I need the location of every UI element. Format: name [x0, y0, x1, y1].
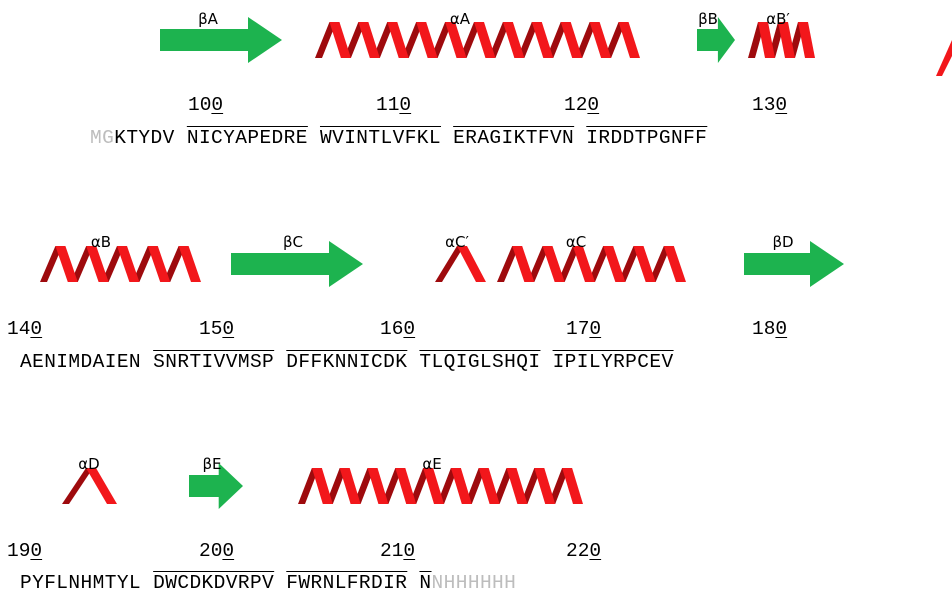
label-beta-e: βE [202, 455, 222, 473]
strand-arrow-βC [231, 241, 363, 287]
helix-ribbon-αB [40, 246, 201, 282]
label-beta-b: βB [698, 10, 718, 28]
residue-number-130: 130 [752, 94, 788, 116]
label-alpha-e: αE [422, 455, 442, 473]
sequence-line-1: MGKTYDV NICYAPEDRE WVINTLVFKL ERAGIKTFVN… [90, 127, 707, 149]
residue-number-100: 100 [188, 94, 224, 116]
helix-ribbon-αC′ [435, 246, 486, 282]
residue-number-210: 210 [380, 540, 416, 562]
helix-ribbon-αE [298, 468, 583, 504]
strand-arrow-βD [744, 241, 844, 287]
sequence-block: N [419, 572, 432, 594]
sequence-block: ERAGIKTFVN [453, 127, 575, 149]
label-alpha-c: αC [565, 233, 587, 251]
helix-ribbon-edge [936, 40, 952, 76]
sequence-block: FWRNLFRDIR [286, 572, 408, 594]
residue-number-110: 110 [376, 94, 412, 116]
sequence-block: DFFKNNICDK [286, 351, 408, 373]
sequence-block: IRDDTPGNFF [586, 127, 708, 149]
label-alpha-d: αD [78, 455, 100, 473]
label-beta-c: βC [282, 233, 304, 251]
helix-ribbon-αD [62, 468, 117, 504]
helix-ribbon-αB′ [748, 22, 815, 58]
residue-number-170: 170 [566, 318, 602, 340]
tag-residues: MG [90, 127, 115, 149]
sequence-block: SNRTIVVMSP [153, 351, 275, 373]
label-alpha-a: αA [449, 10, 471, 28]
his-tag-residues: NHHHHHH [431, 572, 517, 594]
label-beta-a: βA [198, 10, 218, 28]
sequence-block: DWCDKDVRPV [153, 572, 275, 594]
residue-number-180: 180 [752, 318, 788, 340]
label-alpha-b: αB [90, 233, 112, 251]
residue-number-120: 120 [564, 94, 600, 116]
residue-number-140: 140 [7, 318, 43, 340]
sequence-block: WVINTLVFKL [319, 127, 442, 149]
residue-number-220: 220 [566, 540, 602, 562]
label-beta-d: βD [772, 233, 794, 251]
label-alpha-c-prime: αC′ [445, 233, 469, 251]
residue-number-190: 190 [7, 540, 43, 562]
strand-arrow-βA [160, 17, 282, 63]
residue-number-160: 160 [380, 318, 416, 340]
sequence-line-3: PYFLNHMTYL DWCDKDVRPV FWRNLFRDIR NNHHHHH… [20, 572, 516, 594]
residue-number-150: 150 [199, 318, 235, 340]
strand-arrow-βB [697, 17, 735, 63]
helix-ribbon-αC [497, 246, 686, 282]
label-alpha-b-prime: αB′ [766, 10, 790, 28]
sequence-block: AENIMDAIEN [20, 351, 142, 373]
sequence-line-2: AENIMDAIEN SNRTIVVMSP DFFKNNICDK TLQIGLS… [20, 351, 674, 373]
sequence-block: TLQIGLSHQI [419, 351, 541, 373]
sequence-block: NICYAPEDRE [186, 127, 308, 149]
sequence-block: IPILYRPCEV [552, 351, 674, 373]
sequence-block: KTYDV [114, 127, 175, 149]
residue-number-200: 200 [199, 540, 235, 562]
helix-ribbon-αA [315, 22, 640, 58]
sequence-block: PYFLNHMTYL [20, 572, 142, 594]
strand-arrow-βE [189, 463, 243, 509]
